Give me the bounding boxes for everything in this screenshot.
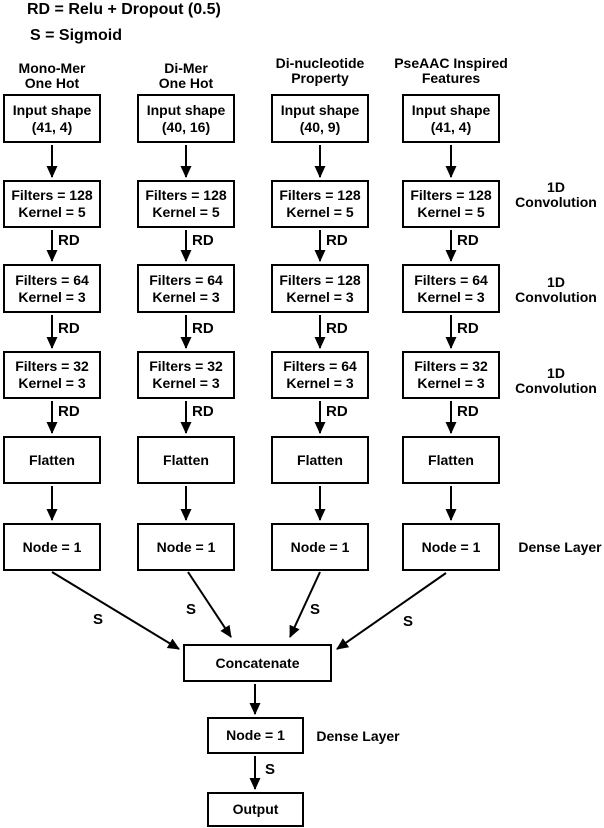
- col2-rd1-label: RD: [192, 232, 214, 249]
- col3-rd2-label: RD: [326, 320, 348, 337]
- col4-conv1-box: Filters = 128 Kernel = 5: [402, 180, 500, 228]
- arrow-col1-dense-concat: [51, 571, 180, 650]
- col4-input-shape-box: Input shape (41, 4): [402, 94, 500, 143]
- col2-flatten-box: Flatten: [137, 436, 235, 484]
- col2-conv1-box: Filters = 128 Kernel = 5: [137, 180, 235, 228]
- col4-conv3-box: Filters = 32 Kernel = 3: [402, 351, 500, 399]
- conv-row3-label: 1D Convolution: [515, 365, 597, 396]
- col3-sigmoid-label: S: [309, 601, 321, 618]
- col4-rd3-label: RD: [457, 403, 479, 420]
- arrow-col4-dense-concat: [336, 572, 447, 650]
- concatenate-box: Concatenate: [183, 644, 332, 682]
- col1-sigmoid-label: S: [92, 611, 104, 628]
- col1-conv3-box: Filters = 32 Kernel = 3: [3, 351, 101, 399]
- column-header-pseaac: PseAAC Inspired Features: [394, 55, 508, 86]
- col2-rd3-label: RD: [192, 403, 214, 420]
- col3-rd3-label: RD: [326, 403, 348, 420]
- final-dense-box: Node = 1: [207, 717, 304, 754]
- col2-sigmoid-label: S: [185, 601, 197, 618]
- col2-conv2-box: Filters = 64 Kernel = 3: [137, 264, 235, 313]
- output-box: Output: [207, 792, 304, 827]
- column-header-mono-mer: Mono-Mer One Hot: [18, 60, 86, 91]
- col1-rd3-label: RD: [58, 403, 80, 420]
- col1-conv2-box: Filters = 64 Kernel = 3: [3, 264, 101, 313]
- col1-rd2-label: RD: [58, 320, 80, 337]
- legend-rd: RD = Relu + Dropout (0.5): [27, 1, 221, 18]
- col2-conv3-box: Filters = 32 Kernel = 3: [137, 351, 235, 399]
- col1-conv1-box: Filters = 128 Kernel = 5: [3, 180, 101, 228]
- col3-flatten-box: Flatten: [271, 436, 369, 484]
- col4-flatten-box: Flatten: [402, 436, 500, 484]
- dense-row-label: Dense Layer: [518, 539, 602, 555]
- column-header-di-nucleotide: Di-nucleotide Property: [275, 55, 365, 86]
- arrow-col2-dense-concat: [187, 571, 232, 638]
- col3-input-shape-box: Input shape (40, 9): [271, 94, 369, 143]
- column-header-di-mer: Di-Mer One Hot: [158, 60, 214, 91]
- col1-flatten-box: Flatten: [3, 436, 101, 484]
- col3-conv3-box: Filters = 64 Kernel = 3: [271, 351, 369, 399]
- conv-row1-label: 1D Convolution: [515, 179, 597, 210]
- col3-rd1-label: RD: [326, 232, 348, 249]
- conv-row2-label: 1D Convolution: [515, 274, 597, 305]
- col4-sigmoid-label: S: [402, 613, 414, 630]
- col2-dense-box: Node = 1: [137, 523, 235, 571]
- col1-dense-box: Node = 1: [3, 523, 101, 571]
- col4-conv2-box: Filters = 64 Kernel = 3: [402, 264, 500, 313]
- col4-rd1-label: RD: [457, 232, 479, 249]
- arrow-col3-dense-concat: [289, 571, 321, 638]
- legend-sigmoid: S = Sigmoid: [30, 27, 123, 44]
- col3-conv2-box: Filters = 128 Kernel = 3: [271, 264, 369, 313]
- final-dense-label: Dense Layer: [316, 728, 400, 744]
- col4-rd2-label: RD: [457, 320, 479, 337]
- col2-rd2-label: RD: [192, 320, 214, 337]
- col1-rd1-label: RD: [58, 232, 80, 249]
- col3-dense-box: Node = 1: [271, 523, 369, 571]
- col2-input-shape-box: Input shape (40, 16): [137, 94, 235, 143]
- col4-dense-box: Node = 1: [402, 523, 500, 571]
- final-sigmoid-label: S: [264, 761, 276, 778]
- col3-conv1-box: Filters = 128 Kernel = 5: [271, 180, 369, 228]
- col1-input-shape-box: Input shape (41, 4): [3, 94, 101, 143]
